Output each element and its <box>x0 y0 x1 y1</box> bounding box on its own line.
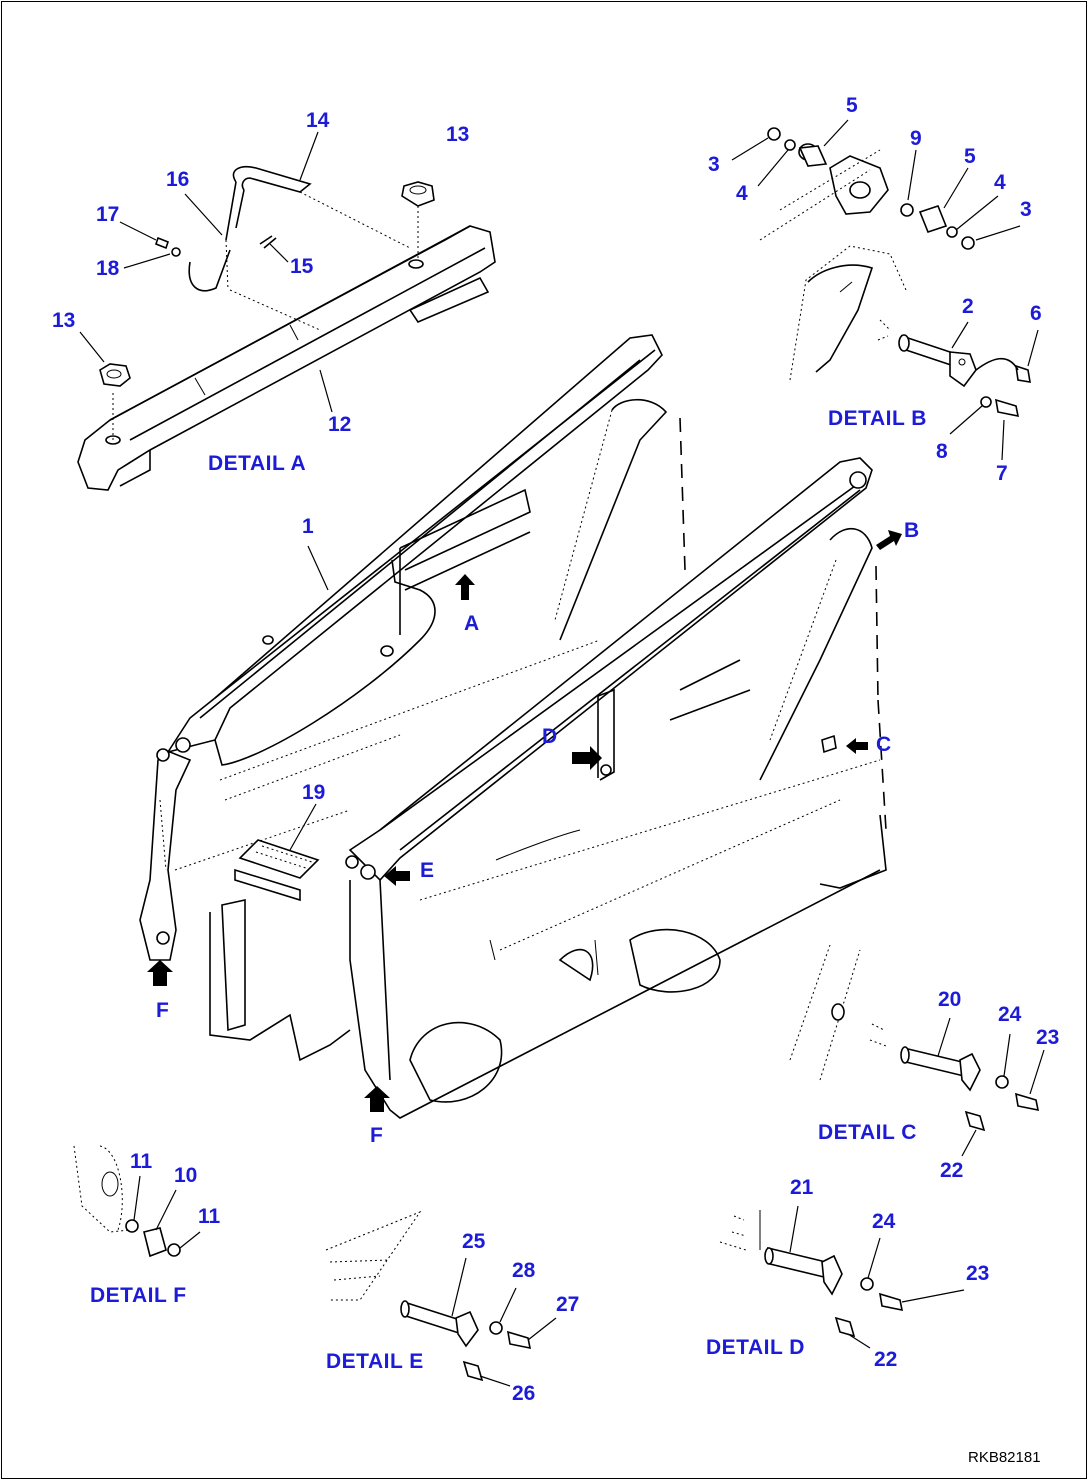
detail-d-title: DETAIL D <box>706 1336 805 1359</box>
part-number-23-d: 23 <box>966 1262 989 1285</box>
part-number-18: 18 <box>96 257 120 280</box>
ring-11-left <box>125 1219 139 1233</box>
part-number-24-c: 24 <box>998 1003 1022 1026</box>
bolt-27 <box>506 1330 532 1350</box>
drawing-code: RKB82181 <box>968 1449 1041 1466</box>
washer-28 <box>489 1321 503 1335</box>
pin-2 <box>898 334 977 388</box>
detail-e-assembly <box>325 1210 532 1382</box>
u-bolt-14 <box>225 166 411 291</box>
washer-24-d <box>860 1277 874 1291</box>
part-number-20: 20 <box>938 988 961 1011</box>
part-number-5-right: 5 <box>964 145 976 168</box>
detail-a-title: DETAIL A <box>208 452 306 475</box>
part-number-12: 12 <box>328 413 351 436</box>
part-number-11-lower: 11 <box>198 1205 221 1228</box>
bolt-7 <box>994 398 1020 418</box>
washer-8 <box>980 396 992 408</box>
washer-4-left <box>784 139 796 151</box>
part-number-3-right: 3 <box>1020 198 1032 221</box>
view-callouts: A B C D E F F <box>156 519 919 1147</box>
callout-b: B <box>904 519 919 542</box>
part-number-21: 21 <box>790 1176 814 1199</box>
bolt-17 <box>155 236 169 250</box>
callout-d: D <box>542 725 557 748</box>
grease-22-c <box>964 1110 986 1132</box>
washer-18 <box>171 247 181 257</box>
part-number-3-left: 3 <box>708 153 720 176</box>
detail-c-assembly <box>789 944 1040 1132</box>
part-number-22-d: 22 <box>874 1348 897 1371</box>
ring-3-left <box>767 127 781 141</box>
detail-b-title: DETAIL B <box>828 407 927 430</box>
part-number-13-upper: 13 <box>446 123 469 146</box>
callout-f-bottom: F <box>370 1124 383 1147</box>
bushing-5-right <box>918 205 948 233</box>
part-number-11-upper: 11 <box>130 1150 153 1173</box>
clip-16 <box>188 249 231 292</box>
nut-13-lower <box>99 363 131 387</box>
pin-15 <box>259 235 277 249</box>
washer-9 <box>900 203 914 217</box>
bushing-10 <box>143 1227 167 1258</box>
part-number-8: 8 <box>936 440 948 463</box>
part-number-4-left: 4 <box>736 182 748 205</box>
ring-11-right <box>167 1243 181 1257</box>
washer-24-c <box>995 1075 1009 1089</box>
grease-22-d <box>834 1316 856 1338</box>
part-number-14: 14 <box>306 109 330 132</box>
bolt-23-c <box>1014 1092 1040 1112</box>
detail-titles: DETAIL A DETAIL B DETAIL C DETAIL D DETA… <box>90 407 927 1373</box>
part-number-1: 1 <box>302 515 314 538</box>
part-number-10: 10 <box>174 1164 197 1187</box>
part-number-26: 26 <box>512 1382 535 1405</box>
part-number-5-left: 5 <box>846 94 858 117</box>
pin-20 <box>903 1046 965 1078</box>
callout-c: C <box>876 733 891 756</box>
callout-f-left: F <box>156 999 169 1022</box>
grease-26 <box>462 1360 484 1382</box>
part-number-19: 19 <box>302 781 325 804</box>
part-number-17: 17 <box>96 203 119 226</box>
part-number-13-lower: 13 <box>52 309 75 332</box>
part-number-6: 6 <box>1030 302 1042 325</box>
step-19 <box>234 839 320 902</box>
part-number-22-c: 22 <box>940 1159 963 1182</box>
grease-nipple-6 <box>1015 364 1031 383</box>
part-number-4-right: 4 <box>994 171 1006 194</box>
washer-4-right <box>946 226 958 238</box>
detail-f-title: DETAIL F <box>90 1284 187 1307</box>
part-number-15: 15 <box>290 255 314 278</box>
view-arrows <box>147 530 902 1112</box>
detail-c-title: DETAIL C <box>818 1121 917 1144</box>
detail-b-assembly <box>759 127 1031 418</box>
leader-lines <box>79 119 1045 1387</box>
nut-13-upper <box>401 181 435 260</box>
part-number-2: 2 <box>962 295 974 318</box>
part-number-25: 25 <box>462 1230 486 1253</box>
pin-21 <box>767 1246 829 1280</box>
part-number-9: 9 <box>910 127 922 150</box>
ring-3-right <box>961 236 975 250</box>
part-number-23-c: 23 <box>1036 1026 1059 1049</box>
part-number-27: 27 <box>556 1293 579 1316</box>
detail-d-assembly <box>719 1210 904 1338</box>
bolt-23-d <box>878 1292 904 1312</box>
detail-e-title: DETAIL E <box>326 1350 424 1373</box>
part-number-28: 28 <box>512 1259 536 1282</box>
part-number-16: 16 <box>166 168 189 191</box>
part-number-7: 7 <box>996 462 1008 485</box>
callout-a: A <box>464 612 479 635</box>
pin-25 <box>403 1300 463 1336</box>
part-number-24-d: 24 <box>872 1210 896 1233</box>
callout-e: E <box>420 859 434 882</box>
detail-a-assembly <box>77 166 496 491</box>
detail-f-assembly <box>73 1145 181 1258</box>
part-number-labels: 14 13 16 17 18 15 13 12 5 3 4 9 5 4 3 2 … <box>52 94 1059 1405</box>
